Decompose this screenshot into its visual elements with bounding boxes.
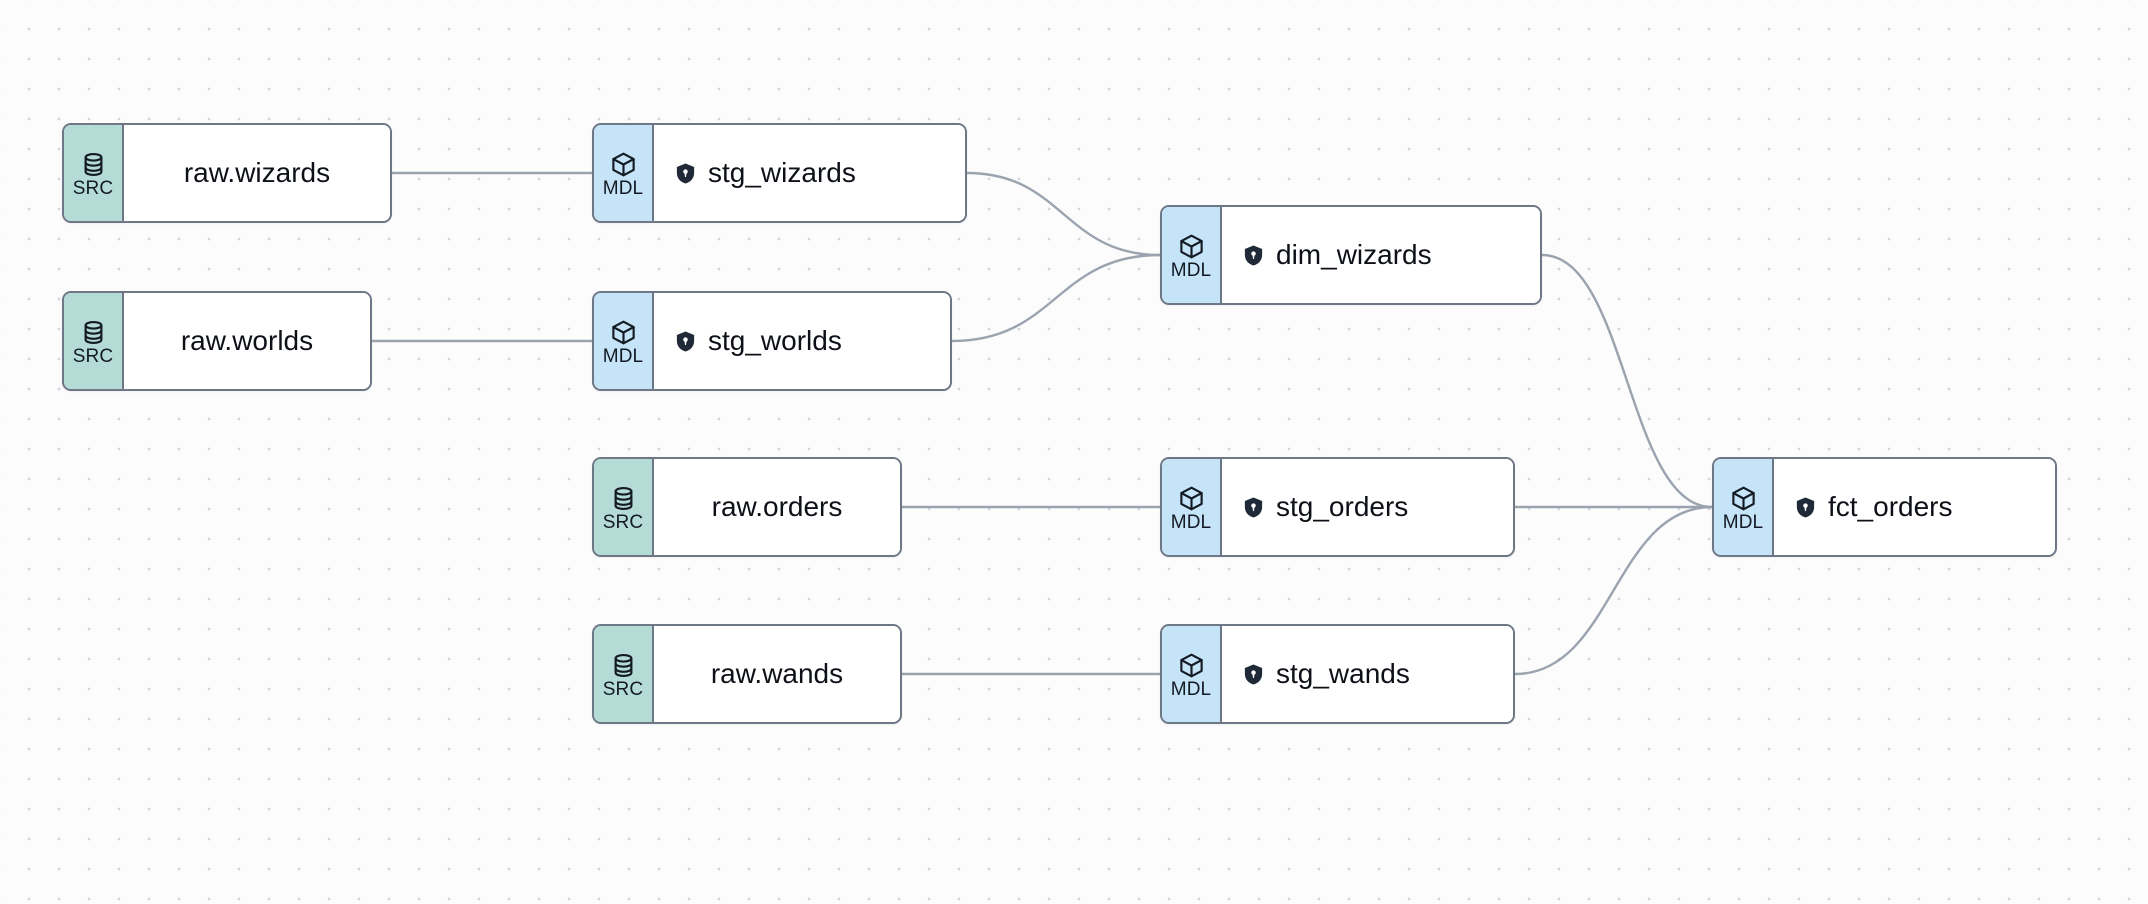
node-label: stg_worlds bbox=[708, 325, 842, 356]
node-raw_orders[interactable]: SRC raw.orders bbox=[592, 457, 902, 557]
node-kind-label: SRC bbox=[602, 511, 644, 533]
node-kind-label: MDL bbox=[1170, 511, 1212, 533]
node-kind-label: MDL bbox=[1170, 678, 1212, 700]
node-raw_wands[interactable]: SRC raw.wands bbox=[592, 624, 902, 724]
node-dim_wizards[interactable]: MDL dim_wizards bbox=[1160, 205, 1542, 305]
node-body: stg_worlds bbox=[654, 293, 950, 389]
node-kind-badge-mdl: MDL bbox=[1162, 459, 1222, 555]
cube-icon bbox=[610, 319, 637, 346]
node-fct_orders[interactable]: MDL fct_orders bbox=[1712, 457, 2057, 557]
node-body: stg_orders bbox=[1222, 459, 1513, 555]
shield-lock-icon bbox=[674, 162, 697, 185]
cube-icon bbox=[1178, 233, 1205, 260]
node-kind-label: SRC bbox=[72, 345, 114, 367]
node-label: raw.wizards bbox=[183, 157, 331, 188]
node-stg_wands[interactable]: MDL stg_wands bbox=[1160, 624, 1515, 724]
shield-lock-icon bbox=[1794, 496, 1817, 519]
edge-stg_wizards-to-dim_wizards[interactable] bbox=[965, 171, 1162, 257]
cube-icon bbox=[1178, 652, 1205, 679]
shield-lock-icon bbox=[1242, 496, 1265, 519]
database-icon bbox=[80, 319, 107, 346]
node-label: fct_orders bbox=[1828, 491, 1953, 522]
node-body: dim_wizards bbox=[1222, 207, 1540, 303]
node-kind-badge-mdl: MDL bbox=[594, 125, 654, 221]
node-kind-label: SRC bbox=[602, 678, 644, 700]
node-kind-badge-src: SRC bbox=[594, 459, 654, 555]
node-label: stg_wizards bbox=[708, 157, 856, 188]
node-stg_worlds[interactable]: MDL stg_worlds bbox=[592, 291, 952, 391]
node-label: dim_wizards bbox=[1276, 239, 1432, 270]
database-icon bbox=[80, 151, 107, 178]
node-kind-badge-src: SRC bbox=[594, 626, 654, 722]
node-stg_orders[interactable]: MDL stg_orders bbox=[1160, 457, 1515, 557]
database-icon bbox=[610, 485, 637, 512]
node-body: raw.worlds bbox=[124, 293, 370, 389]
node-raw_worlds[interactable]: SRC raw.worlds bbox=[62, 291, 372, 391]
node-kind-badge-mdl: MDL bbox=[1162, 207, 1222, 303]
database-icon bbox=[610, 652, 637, 679]
node-body: stg_wands bbox=[1222, 626, 1513, 722]
node-label: raw.wands bbox=[710, 658, 844, 689]
node-body: raw.wands bbox=[654, 626, 900, 722]
node-kind-badge-src: SRC bbox=[64, 293, 124, 389]
node-body: stg_wizards bbox=[654, 125, 965, 221]
edge-stg_wands-to-fct_orders[interactable] bbox=[1513, 505, 1714, 676]
node-raw_wizards[interactable]: SRC raw.wizards bbox=[62, 123, 392, 223]
shield-lock-icon bbox=[674, 330, 697, 353]
node-body: raw.wizards bbox=[124, 125, 390, 221]
node-kind-label: MDL bbox=[602, 177, 644, 199]
cube-icon bbox=[1730, 485, 1757, 512]
node-kind-badge-src: SRC bbox=[64, 125, 124, 221]
node-label: stg_wands bbox=[1276, 658, 1410, 689]
node-kind-label: MDL bbox=[1722, 511, 1764, 533]
edge-dim_wizards-to-fct_orders[interactable] bbox=[1540, 253, 1714, 509]
node-kind-badge-mdl: MDL bbox=[1714, 459, 1774, 555]
node-kind-badge-mdl: MDL bbox=[594, 293, 654, 389]
node-label: stg_orders bbox=[1276, 491, 1409, 522]
node-body: raw.orders bbox=[654, 459, 900, 555]
node-kind-label: MDL bbox=[1170, 259, 1212, 281]
node-label: raw.orders bbox=[711, 491, 843, 522]
cube-icon bbox=[610, 151, 637, 178]
edge-stg_worlds-to-dim_wizards[interactable] bbox=[950, 253, 1162, 343]
node-kind-badge-mdl: MDL bbox=[1162, 626, 1222, 722]
shield-lock-icon bbox=[1242, 244, 1265, 267]
shield-lock-icon bbox=[1242, 663, 1265, 686]
node-label: raw.worlds bbox=[180, 325, 314, 356]
node-kind-label: SRC bbox=[72, 177, 114, 199]
node-kind-label: MDL bbox=[602, 345, 644, 367]
node-body: fct_orders bbox=[1774, 459, 2055, 555]
cube-icon bbox=[1178, 485, 1205, 512]
node-stg_wizards[interactable]: MDL stg_wizards bbox=[592, 123, 967, 223]
